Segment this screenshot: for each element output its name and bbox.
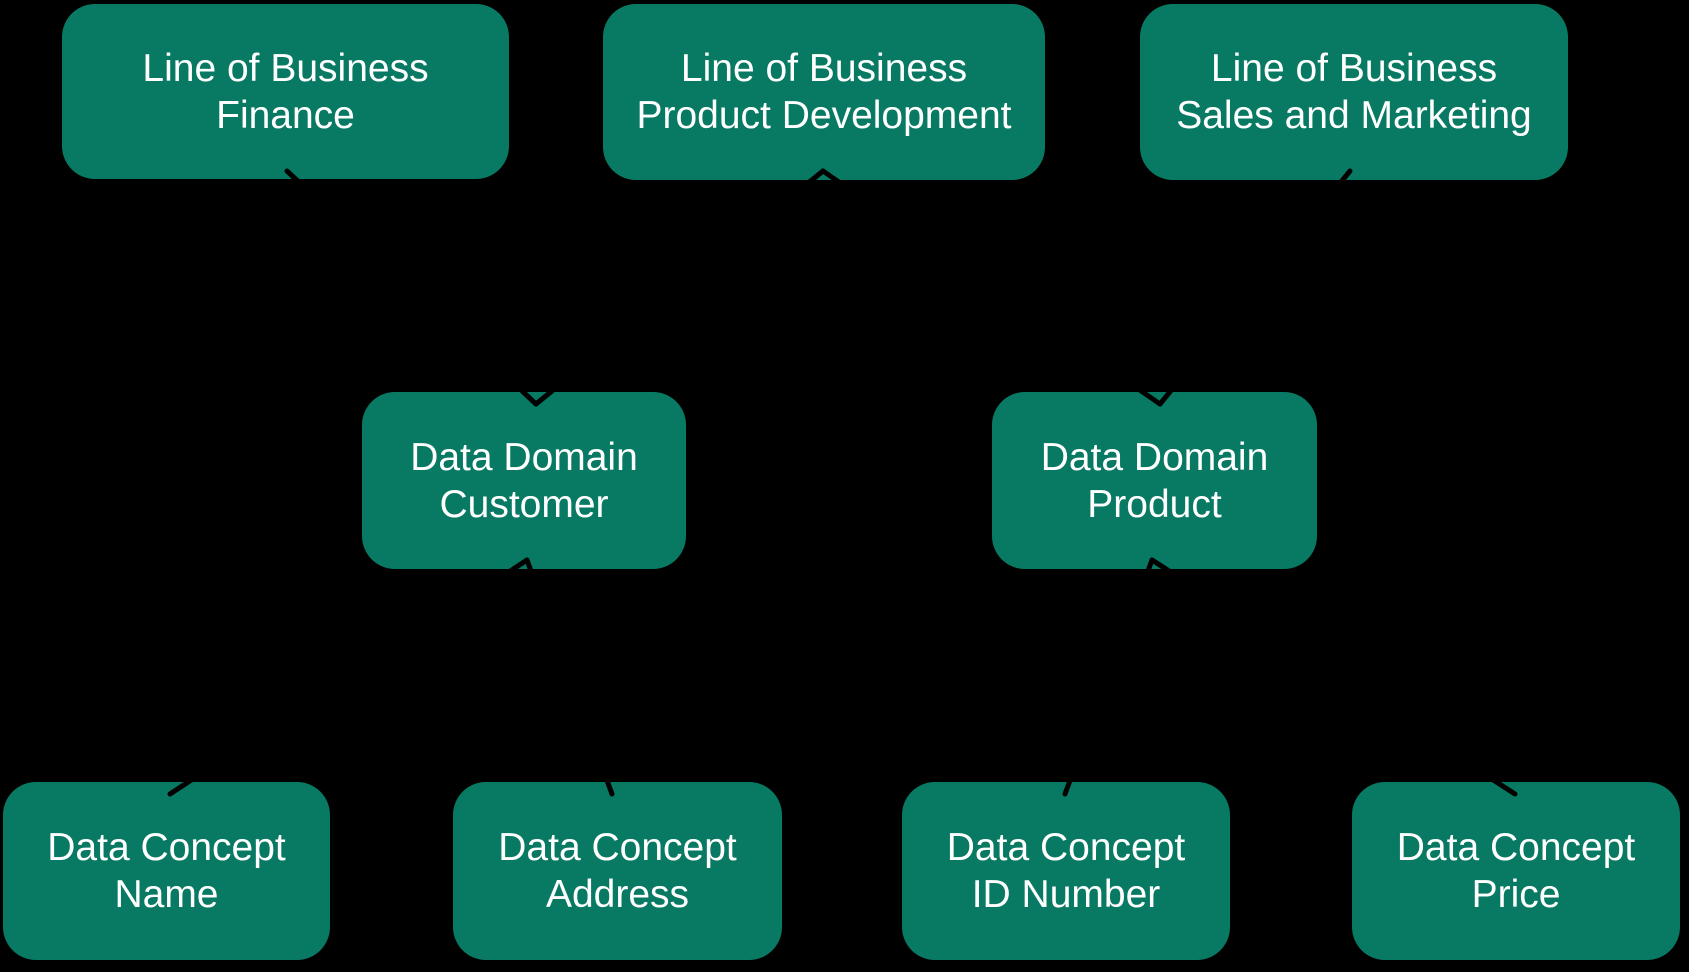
node-concept-price[interactable]: Data Concept Price [1352,782,1680,960]
node-label-line1: Data Concept [946,826,1186,869]
node-concept-name[interactable]: Data Concept Name [3,782,330,960]
node-domain-product[interactable]: Data Domain Product [992,392,1317,569]
node-label-line1: Data Concept [47,826,286,869]
node-lob-product-development[interactable]: Line of Business Product Development [603,4,1045,180]
node-label-line2: Product [1087,482,1222,526]
node-concept-address[interactable]: Data Concept Address [453,782,782,960]
node-label-line2: Address [545,873,690,916]
node-label-line2: Customer [439,482,609,526]
node-label-line2: ID Number [971,873,1161,916]
node-label-line1: Data Domain [1040,435,1269,479]
node-label-line1: Line of Business [1210,47,1498,90]
node-label-line1: Line of Business [680,47,968,90]
node-label-line1: Data Domain [410,435,638,479]
node-label-line1: Data Concept [1396,826,1636,869]
node-concept-id-number[interactable]: Data Concept ID Number [902,782,1230,960]
node-label-line1: Line of Business [142,46,429,90]
node-label-line1: Data Concept [498,826,737,869]
node-label-line2: Sales and Marketing [1176,94,1532,137]
node-label-line2: Product Development [636,94,1012,137]
node-label-line2: Finance [216,93,355,137]
node-label-line2: Name [114,873,219,916]
node-domain-customer[interactable]: Data Domain Customer [362,392,686,569]
node-lob-sales-and-marketing[interactable]: Line of Business Sales and Marketing [1140,4,1568,180]
node-lob-finance[interactable]: Line of Business Finance [62,4,509,179]
node-label-line2: Price [1471,873,1561,916]
